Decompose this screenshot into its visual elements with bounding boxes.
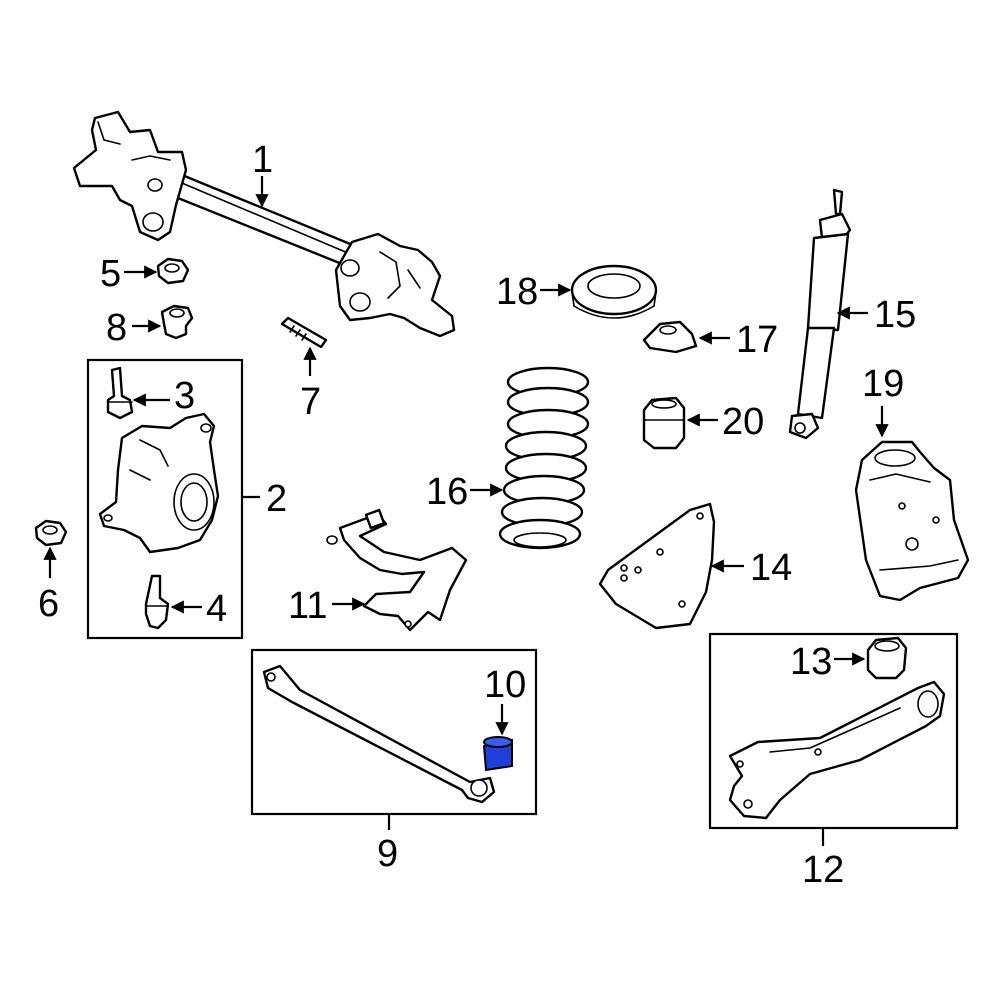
callout-13: 13 <box>790 641 866 683</box>
callout-8: 8 <box>106 307 162 349</box>
part-10-bushing[interactable] <box>482 736 513 772</box>
callout-2: 2 <box>242 478 287 520</box>
part-18-spring-seat[interactable] <box>570 264 658 319</box>
part-16-coil-spring[interactable] <box>498 366 590 550</box>
callout-5: 5 <box>100 253 158 295</box>
callout-17-number: 17 <box>736 319 778 361</box>
part-14-plate[interactable] <box>598 502 716 630</box>
callout-16: 16 <box>426 471 504 513</box>
callout-17: 17 <box>698 319 778 361</box>
callout-3: 3 <box>132 375 195 417</box>
callout-9: 9 <box>377 814 398 875</box>
callout-13-number: 13 <box>790 641 832 683</box>
part-9-group-box <box>250 648 538 816</box>
part-1-axle-beam[interactable] <box>72 110 456 338</box>
callout-12: 12 <box>802 828 844 891</box>
callout-3-number: 3 <box>174 375 195 417</box>
part-4-lower-ball-joint[interactable] <box>144 574 170 630</box>
callout-16-number: 16 <box>426 471 468 513</box>
part-11-bracket[interactable] <box>326 508 468 632</box>
callout-9-number: 9 <box>377 833 398 875</box>
part-12-radius-arm[interactable] <box>728 680 946 820</box>
callout-7-number: 7 <box>300 381 321 423</box>
callout-4: 4 <box>170 588 227 630</box>
callout-20: 20 <box>686 401 764 443</box>
part-19-spring-bracket[interactable] <box>854 440 970 602</box>
part-3-upper-ball-joint[interactable] <box>106 366 134 420</box>
part-20-bumper[interactable] <box>642 396 686 450</box>
callout-19: 19 <box>862 363 904 438</box>
part-13-bushing[interactable] <box>866 636 908 680</box>
part-2-steering-knuckle[interactable] <box>98 412 220 554</box>
callout-18: 18 <box>496 271 572 313</box>
callout-20-number: 20 <box>722 401 764 443</box>
callout-10: 10 <box>484 664 526 736</box>
callout-19-number: 19 <box>862 363 904 405</box>
part-9-track-bar[interactable] <box>262 664 496 804</box>
callout-11-number: 11 <box>288 585 327 627</box>
part-7-stud[interactable] <box>280 316 328 349</box>
callout-11: 11 <box>288 585 366 627</box>
callout-7: 7 <box>300 346 321 423</box>
callout-14: 14 <box>710 547 792 589</box>
part-12-group-box <box>708 632 959 830</box>
callout-2-number: 2 <box>266 478 287 520</box>
callout-6: 6 <box>38 546 59 625</box>
part-15-shock-absorber[interactable] <box>788 188 852 440</box>
callout-4-number: 4 <box>206 588 227 630</box>
callout-15-number: 15 <box>874 294 916 336</box>
callout-8-number: 8 <box>106 307 127 349</box>
callout-6-number: 6 <box>38 583 59 625</box>
part-8-flange-nut[interactable] <box>160 304 194 340</box>
callout-18-number: 18 <box>496 271 538 313</box>
callout-12-number: 12 <box>802 849 844 891</box>
part-2-group-box <box>86 358 244 640</box>
callout-15: 15 <box>836 294 916 336</box>
callout-14-number: 14 <box>750 547 792 589</box>
part-5-nut[interactable] <box>156 257 190 285</box>
callout-1-number: 1 <box>252 139 273 181</box>
part-17-isolator[interactable] <box>642 320 698 354</box>
part-6-nut[interactable] <box>34 519 68 547</box>
callout-1: 1 <box>252 139 273 208</box>
callout-5-number: 5 <box>100 253 121 295</box>
callout-10-number: 10 <box>484 664 526 706</box>
